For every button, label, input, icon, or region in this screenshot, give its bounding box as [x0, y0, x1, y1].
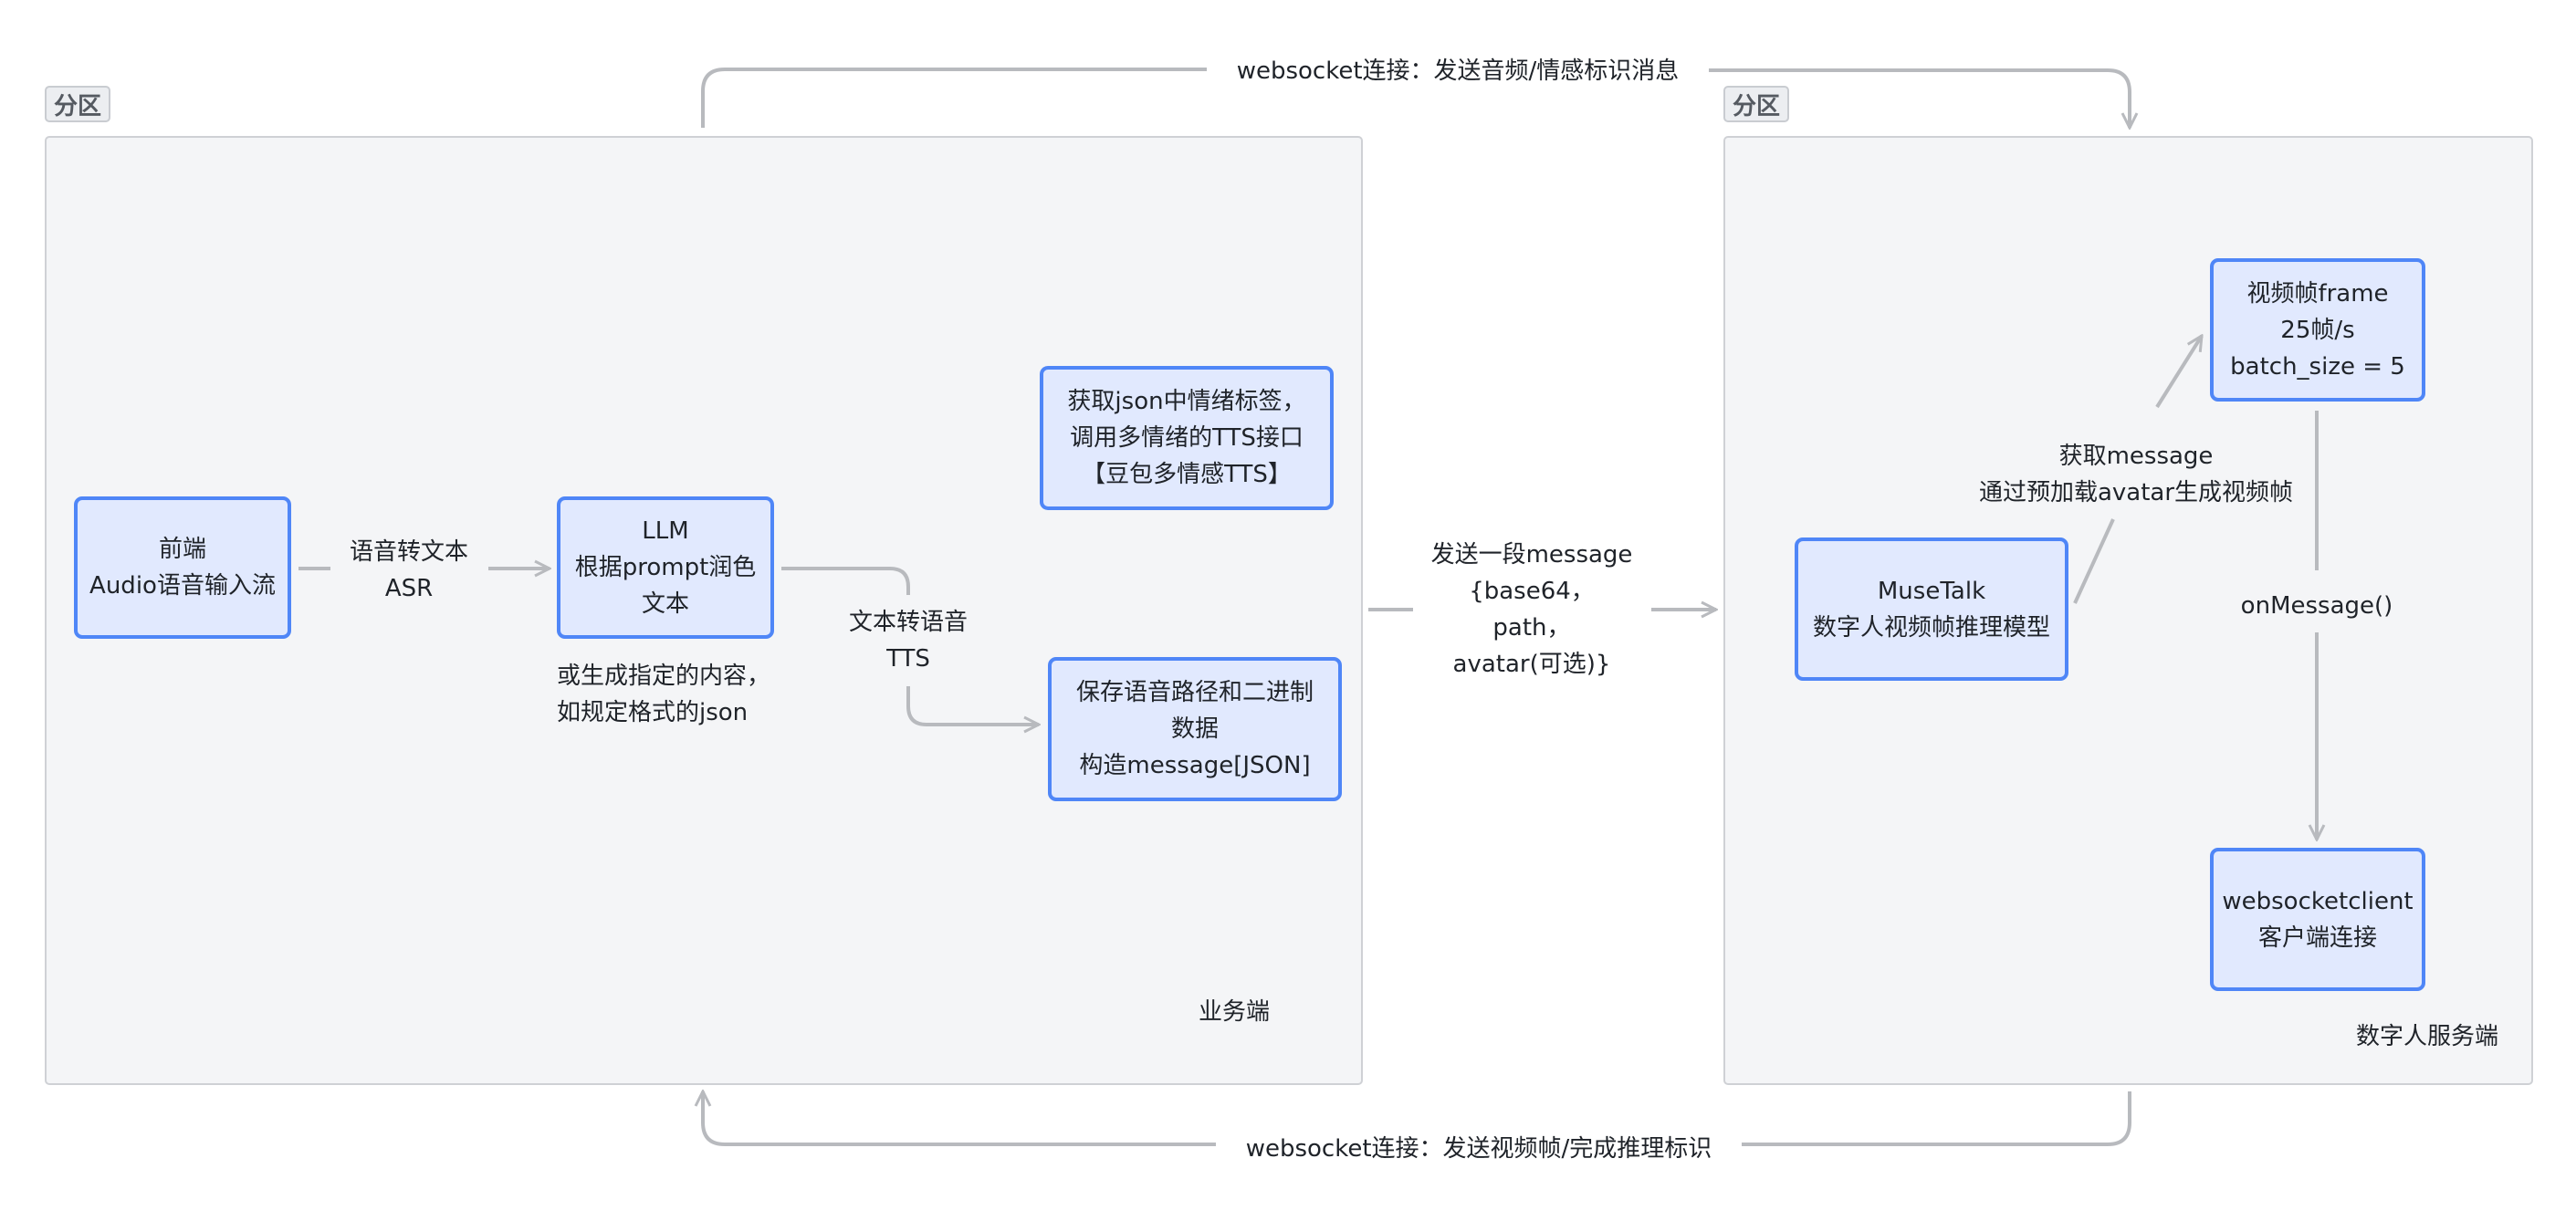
node-line: LLM: [642, 517, 689, 545]
send-message-edge-label: 发送一段message{base64，path，avatar(可选)}: [1430, 541, 1633, 678]
video-frame-node[interactable]: 视频帧frame 25帧/s batch_size = 5: [2210, 258, 2425, 402]
node-line: 保存语音路径和二进制: [1075, 679, 1314, 706]
node-line: 根据prompt润色: [574, 554, 757, 581]
emotion-tts-node[interactable]: 获取json中情绪标签， 调用多情绪的TTS接口 【豆包多情感TTS】: [1040, 366, 1334, 510]
digital-human-partition-title: 数字人服务端: [2355, 1023, 2499, 1050]
bottom-websocket-label: websocket连接：发送视频帧/完成推理标识: [1245, 1135, 1712, 1163]
top-websocket-label: websocket连接：发送音频/情感标识消息: [1236, 57, 1680, 85]
edge-top-a: [701, 68, 1207, 128]
edge-bottom-b: [703, 1091, 1216, 1146]
on-message-edge-label: onMessage(): [2240, 592, 2393, 620]
node-line: 构造message[JSON]: [1079, 752, 1311, 779]
save-message-node[interactable]: 保存语音路径和二进制 数据 构造message[JSON]: [1048, 657, 1342, 801]
edge-tts-a: [781, 567, 910, 595]
node-line: MuseTalk: [1877, 577, 1986, 605]
edge-fetch-a: [2073, 518, 2115, 604]
edge-top-b: [1709, 68, 2130, 128]
edge-tts-b: [906, 686, 1039, 725]
business-partition-title: 业务端: [1198, 998, 1271, 1026]
node-line: 视频帧frame: [2246, 279, 2389, 308]
partition-tag-right: 分区: [1723, 86, 1789, 122]
node-line: 数字人视频帧推理模型: [1812, 613, 2050, 642]
llm-node[interactable]: LLM 根据prompt润色 文本: [557, 496, 774, 639]
node-line: 客户端连接: [2257, 924, 2377, 952]
node-line: batch_size = 5: [2230, 352, 2405, 381]
node-line: 获取json中情绪标签，: [1067, 388, 1306, 415]
edge-fetch-b: [2155, 336, 2202, 409]
node-line: 数据: [1170, 715, 1219, 743]
node-line: 文本: [641, 590, 689, 618]
frontend-node[interactable]: 前端 Audio语音输入流: [74, 496, 291, 639]
partition-tag-left: 分区: [45, 86, 110, 122]
websocket-client-node[interactable]: websocketclient 客户端连接: [2210, 848, 2425, 991]
node-line: Audio语音输入流: [89, 572, 276, 600]
llm-note: 或生成指定的内容，如规定格式的json: [557, 663, 771, 726]
musetalk-node[interactable]: MuseTalk 数字人视频帧推理模型: [1795, 537, 2068, 681]
node-line: 调用多情绪的TTS接口: [1070, 424, 1304, 452]
node-line: websocketclient: [2222, 887, 2414, 915]
node-line: 25帧/s: [2280, 316, 2355, 344]
edge-bottom-a: [1742, 1091, 2131, 1146]
node-line: 前端: [158, 536, 206, 563]
node-line: 【豆包多情感TTS】: [1082, 461, 1292, 488]
